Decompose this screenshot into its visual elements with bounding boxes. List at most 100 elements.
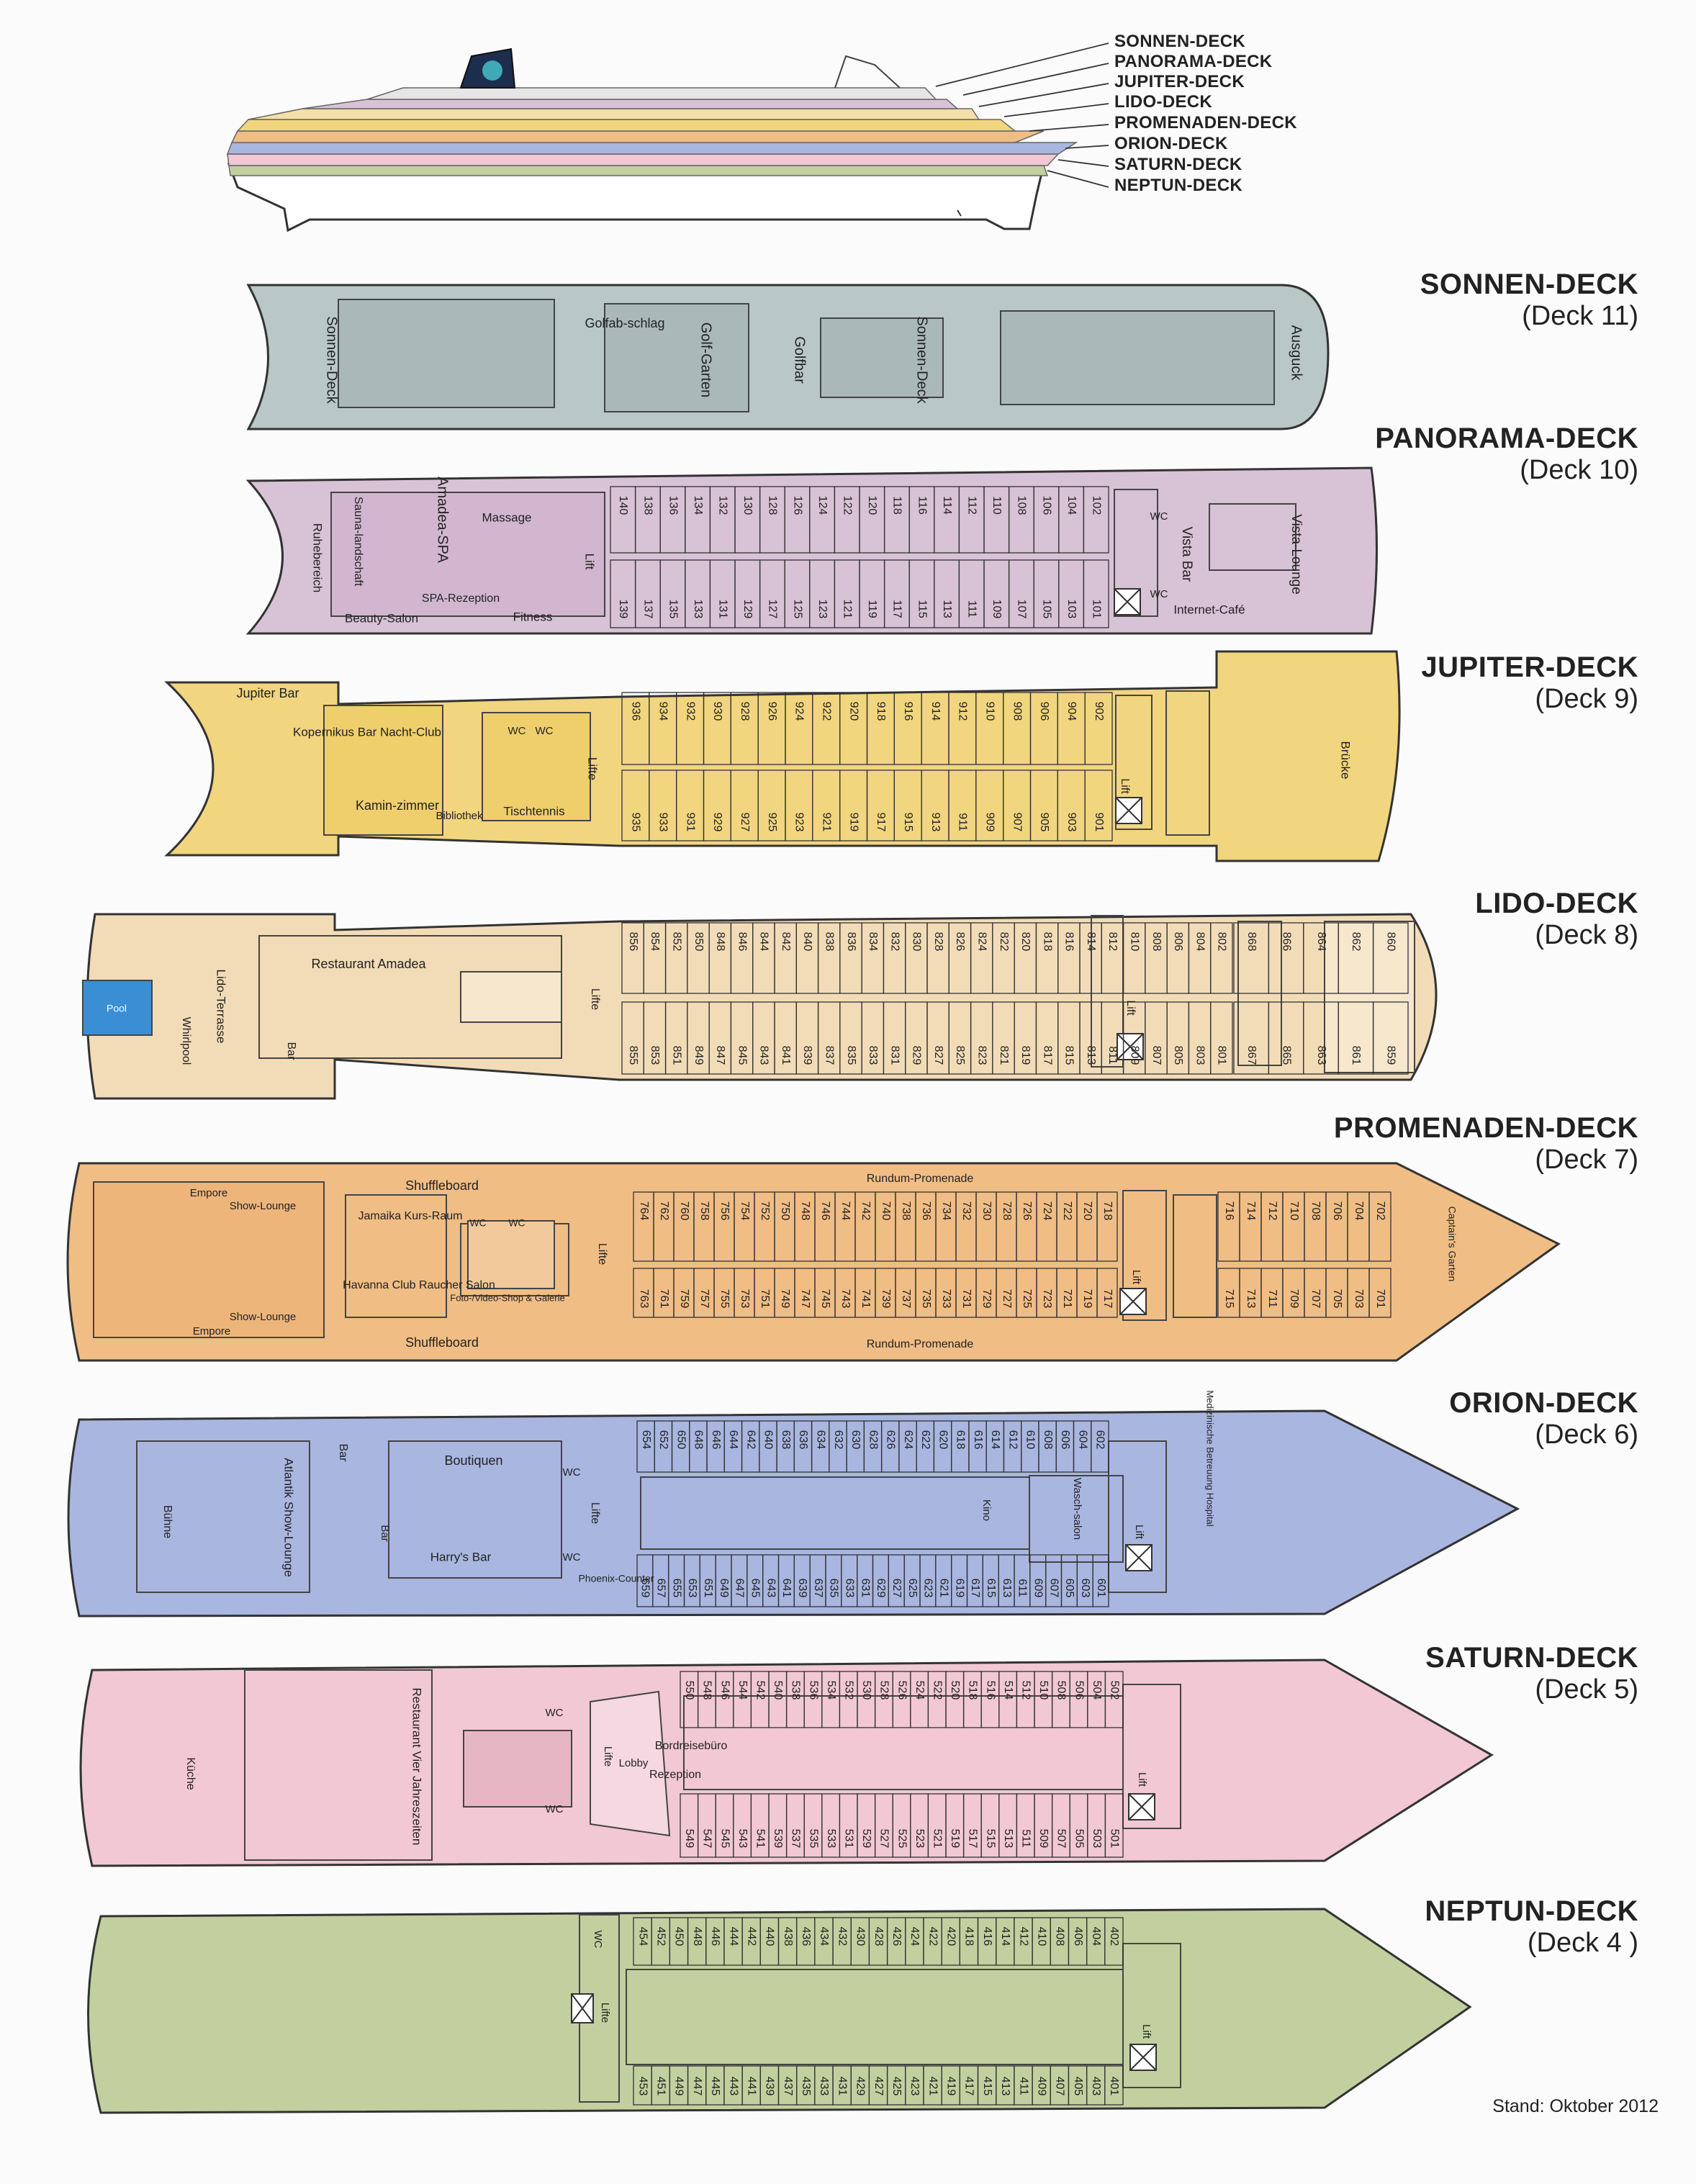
cabin-807: 807 — [1150, 1046, 1163, 1065]
orion-area-label: Harry's Bar — [430, 1550, 492, 1563]
cabin-931: 931 — [684, 813, 696, 832]
cabin-544: 544 — [736, 1681, 749, 1700]
cabin-854: 854 — [649, 932, 661, 952]
cabin-902-box — [1084, 692, 1113, 765]
cabin-410: 410 — [1035, 1927, 1047, 1946]
cabin-752: 752 — [759, 1201, 771, 1221]
cabin-805: 805 — [1172, 1046, 1184, 1065]
cabin-911: 911 — [957, 813, 969, 831]
cabin-408: 408 — [1054, 1927, 1066, 1946]
cabin-735: 735 — [920, 1289, 932, 1309]
promenaden-area-label: Rundum-Promenade — [867, 1338, 974, 1350]
cabin-657: 657 — [655, 1579, 667, 1598]
side-label-sonnen: SONNEN-DECK — [1114, 32, 1245, 51]
lido-area-label: Pool — [107, 1003, 127, 1014]
cabin-924: 924 — [793, 702, 806, 721]
cabin-512: 512 — [1019, 1681, 1032, 1700]
cabin-112: 112 — [965, 496, 978, 515]
cabin-445: 445 — [709, 2077, 721, 2096]
cabin-647: 647 — [734, 1579, 746, 1598]
cabin-425: 425 — [890, 2077, 903, 2096]
cabin-764: 764 — [638, 1201, 650, 1221]
cabin-756: 756 — [718, 1201, 731, 1221]
cabin-650: 650 — [675, 1430, 687, 1450]
cabin-933: 933 — [657, 813, 669, 832]
cabin-714: 714 — [1245, 1201, 1257, 1221]
cabin-837: 837 — [823, 1046, 835, 1065]
cabin-908: 908 — [1011, 702, 1023, 721]
cabin-912: 912 — [957, 702, 969, 721]
cabin-635: 635 — [828, 1579, 840, 1598]
cabin-843: 843 — [758, 1046, 770, 1065]
promenaden-area-label: Shuffleboard — [405, 1178, 479, 1193]
cabin-741: 741 — [860, 1289, 872, 1309]
cabin-436: 436 — [800, 1927, 812, 1946]
cabin-645: 645 — [749, 1579, 762, 1598]
cabin-117: 117 — [891, 600, 903, 618]
cabin-925: 925 — [766, 813, 778, 832]
cabin-649: 649 — [718, 1579, 730, 1598]
cabin-920: 920 — [847, 702, 860, 721]
cabin-104: 104 — [1065, 496, 1078, 515]
cabin-537: 537 — [790, 1829, 802, 1849]
deck-name: SONNEN-DECK — [1420, 269, 1638, 300]
cabin-826: 826 — [954, 932, 966, 952]
cabin-712: 712 — [1266, 1201, 1278, 1221]
cabin-122: 122 — [841, 496, 853, 515]
promenaden-area-label: Lifte — [596, 1243, 608, 1265]
cabin-102: 102 — [1090, 496, 1102, 515]
cabin-538: 538 — [790, 1681, 802, 1700]
cabin-906: 906 — [1038, 702, 1050, 721]
cabin-515: 515 — [984, 1829, 996, 1849]
cabin-821: 821 — [998, 1046, 1010, 1065]
cabin-606: 606 — [1059, 1430, 1071, 1450]
cabin-125: 125 — [791, 600, 803, 619]
cabin-139: 139 — [617, 600, 629, 619]
cabin-704: 704 — [1353, 1201, 1365, 1221]
side-label-orion: ORION-DECK — [1114, 134, 1228, 153]
side-funnel-logo — [482, 60, 502, 81]
orion-area-label: Bar — [337, 1444, 349, 1463]
cabin-818: 818 — [1041, 932, 1053, 952]
deck-title-saturn: SATURN-DECK (Deck 5) — [1425, 1641, 1638, 1706]
orion-area-label: Kino — [980, 1499, 993, 1521]
cabin-530: 530 — [860, 1681, 872, 1700]
cabin-927: 927 — [739, 813, 751, 832]
cabin-901: 901 — [1093, 813, 1105, 832]
promenaden-area-label: Empore — [190, 1187, 228, 1199]
cabin-718: 718 — [1101, 1201, 1114, 1221]
cabin-748: 748 — [799, 1201, 811, 1221]
promenaden-area-label: Captain's Garten — [1446, 1206, 1458, 1282]
cabin-734: 734 — [940, 1201, 952, 1221]
deck-number: (Deck 10) — [1520, 455, 1638, 485]
cabin-638: 638 — [780, 1430, 792, 1450]
cabin-523: 523 — [914, 1829, 926, 1849]
cabin-607: 607 — [1047, 1579, 1060, 1598]
hull-orion — [67, 1409, 1520, 1617]
cabin-716: 716 — [1223, 1201, 1235, 1221]
cabin-401: 401 — [1108, 2077, 1120, 2096]
cabin-133: 133 — [692, 600, 704, 619]
cabin-859-box — [1372, 1001, 1409, 1075]
cabin-723: 723 — [1041, 1289, 1053, 1309]
deck-title-promenaden: PROMENADEN-DECK (Deck 7) — [1334, 1111, 1638, 1176]
saturn-area-label: WC — [546, 1803, 564, 1815]
cabin-918: 918 — [875, 702, 887, 721]
cabin-932: 932 — [684, 702, 696, 721]
cabin-416: 416 — [981, 1927, 993, 1946]
cabin-708: 708 — [1309, 1201, 1322, 1221]
cabin-524: 524 — [914, 1681, 926, 1700]
panorama-area-label: Ruhebereich — [311, 523, 325, 592]
orion-area-label: WC — [563, 1466, 581, 1479]
cabin-434: 434 — [818, 1927, 830, 1946]
cabin-830: 830 — [911, 932, 923, 952]
jupiter-area-label: Brücke — [1339, 741, 1353, 780]
cabin-419: 419 — [945, 2077, 957, 2096]
side-bow-mast — [834, 55, 901, 89]
cabin-642: 642 — [744, 1430, 757, 1450]
cabin-804: 804 — [1194, 932, 1206, 952]
sonnen-area-label: Sonnen-Deck — [324, 316, 340, 404]
cabin-719: 719 — [1081, 1289, 1093, 1309]
cabin-836: 836 — [845, 932, 857, 952]
